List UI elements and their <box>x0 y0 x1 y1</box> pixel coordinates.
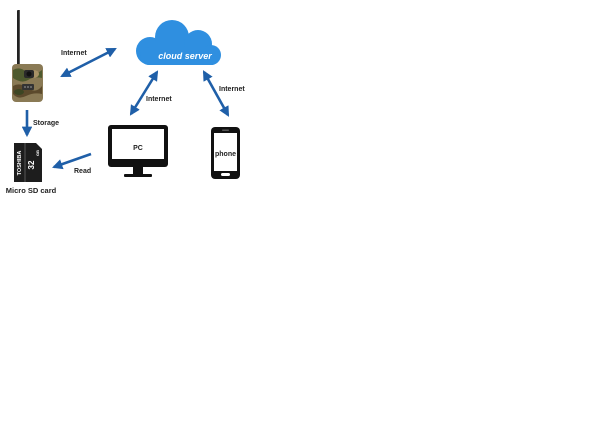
monitor-icon: PC <box>108 125 168 177</box>
sd-card-capacity: 32 <box>27 160 36 169</box>
phone-label: phone <box>215 151 236 158</box>
camera-cloud-label: Internet <box>61 50 87 57</box>
sd-card-caption: Micro SD card <box>6 186 57 195</box>
micro-sd-card-icon: TOSHIBA 32 GB <box>14 143 42 182</box>
storage-label: Storage <box>33 120 59 127</box>
read-arrow <box>52 152 92 170</box>
cloud-icon: cloud server <box>136 20 221 65</box>
phone-cloud-arrow <box>202 70 230 117</box>
smartphone-icon: phone <box>211 127 240 179</box>
pc-cloud-arrow <box>129 70 159 116</box>
read-label: Read <box>74 168 91 175</box>
phone-cloud-label: Internet <box>219 86 245 93</box>
pc-label: PC <box>133 145 143 152</box>
sd-card-brand: TOSHIBA <box>17 151 23 176</box>
sd-card-capacity-unit: GB <box>35 150 40 156</box>
pc-cloud-label: Internet <box>146 96 172 103</box>
cloud-server-label: cloud server <box>158 51 212 61</box>
camera-cloud-arrow <box>60 47 117 78</box>
trail-camera-icon <box>12 10 43 102</box>
